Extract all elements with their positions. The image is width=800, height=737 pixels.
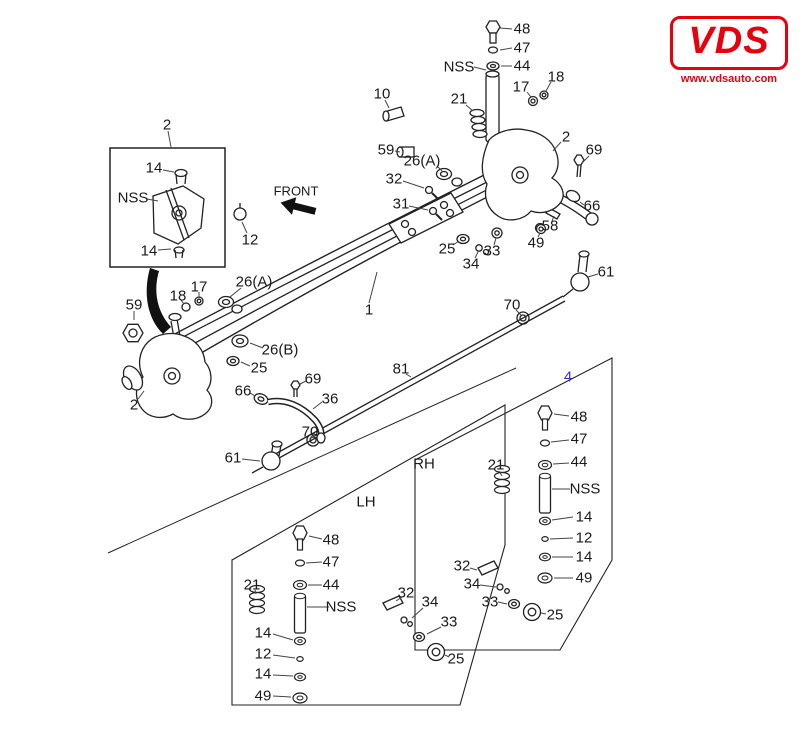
part-label-14: 14 [140,242,158,260]
part-label-66: 66 [583,197,601,215]
part-label-18: 18 [547,68,565,86]
part-label-17: 17 [512,78,530,96]
part-label-34: 34 [462,255,480,273]
part-label-14: 14 [575,508,593,526]
part-label-25: 25 [250,359,268,377]
part-label-47: 47 [322,553,340,571]
part-label-25: 25 [438,240,456,258]
part-label-32: 32 [397,584,415,602]
brand-logo: VDS www.vdsauto.com [670,16,788,85]
left-tie-rod-end-drawing [251,440,283,474]
part-label-2: 2 [162,116,172,134]
part-label-49: 49 [575,569,593,587]
part-label-10: 10 [373,85,391,103]
part-label-32: 32 [453,557,471,575]
part-label-81: 81 [392,360,410,378]
part-label-14: 14 [145,159,163,177]
part-label-12: 12 [254,645,272,663]
logo-text: VDS [688,20,770,62]
part-label-44: 44 [322,576,340,594]
leader-lines [133,27,599,698]
part-label-33: 33 [440,613,458,631]
part-label-12: 12 [241,231,259,249]
lh-panel-label: LH [356,493,376,511]
part-label-69: 69 [585,141,603,159]
part-label-66: 66 [234,382,252,400]
part-label-25: 25 [546,606,564,624]
part-label-26b: 26(B) [261,341,299,359]
part-label-59: 59 [377,141,395,159]
part-label-12: 12 [575,529,593,547]
part-label-14: 14 [254,665,272,683]
part-label-34: 34 [463,575,481,593]
lh-kit-side-parts [382,595,446,662]
front-label: FRONT [273,183,319,199]
part-label-49: 49 [254,687,272,705]
part-label-31: 31 [392,195,410,213]
part-label-2: 2 [561,128,571,146]
part-label-nss: NSS [569,480,601,498]
right-knuckle-drawing [382,20,564,256]
part-label-49: 49 [527,234,545,252]
part-label-14: 14 [575,548,593,566]
part-label-70: 70 [503,296,521,314]
part-label-61: 61 [224,449,242,467]
front-arrow-icon [280,197,317,215]
part-label-33: 33 [481,593,499,611]
part-label-14: 14 [254,624,272,642]
part-label-47: 47 [570,430,588,448]
part-label-32: 32 [385,170,403,188]
inset-knuckle-box [109,147,247,268]
part-label-61: 61 [597,263,615,281]
part-label-25: 25 [447,650,465,668]
part-label-58: 58 [541,217,559,235]
figure-ref-4[interactable]: 4 [563,368,573,386]
part-label-48: 48 [513,20,531,38]
part-label-nss: NSS [443,58,475,76]
part-label-44: 44 [513,57,531,75]
part-label-21: 21 [450,90,468,108]
part-label-44: 44 [570,453,588,471]
part-label-70: 70 [301,423,319,441]
part-label-48: 48 [322,531,340,549]
part-label-17: 17 [190,278,208,296]
part-label-21: 21 [487,456,505,474]
part-label-59: 59 [125,296,143,314]
part-label-nss: NSS [117,189,149,207]
part-label-26a: 26(A) [403,152,441,170]
panel-outlines [107,357,613,706]
right-tie-rod-end-drawing [562,250,590,298]
logo-url[interactable]: www.vdsauto.com [680,73,778,85]
rh-kit-side-parts [477,560,542,622]
rh-panel-label: RH [413,455,435,473]
part-label-69: 69 [304,370,322,388]
logo-frame: VDS [670,16,788,70]
part-label-33: 33 [483,242,501,260]
part-label-21: 21 [243,576,261,594]
part-label-26a: 26(A) [235,273,273,291]
part-label-nss: NSS [325,598,357,616]
left-knuckle-drawing [121,268,326,444]
part-label-36: 36 [321,390,339,408]
part-label-34: 34 [421,593,439,611]
part-label-1: 1 [364,301,374,319]
part-label-18: 18 [169,287,187,305]
part-label-48: 48 [570,408,588,426]
part-label-2: 2 [129,396,139,414]
part-label-47: 47 [513,39,531,57]
